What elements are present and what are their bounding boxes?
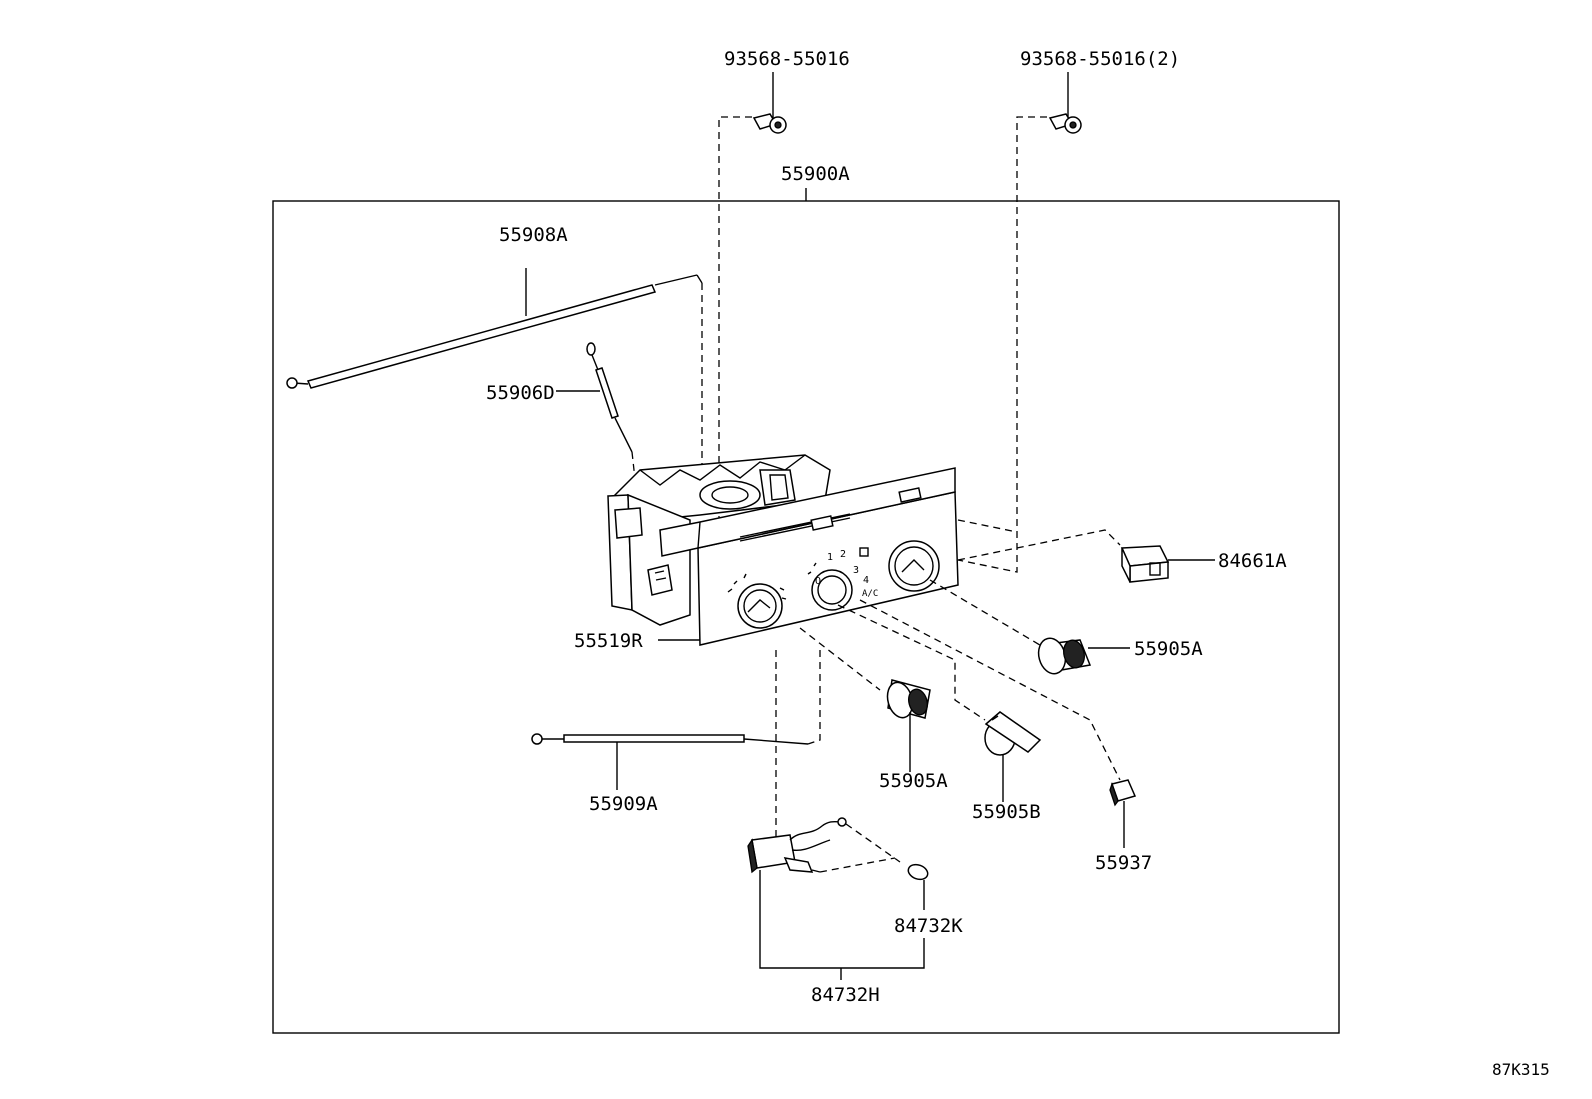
- label-knob-middle: 55905A: [879, 770, 948, 792]
- front-panel-55519r: [659, 467, 959, 646]
- cable-55909a-icon: [531, 733, 809, 790]
- screw-right-icon: [1048, 72, 1082, 134]
- label-cable-top: 55908A: [499, 224, 568, 246]
- label-connector: 84661A: [1218, 550, 1287, 572]
- label-screw-right: 93568-55016(2): [1020, 48, 1180, 70]
- harness-84732h-icon: [747, 817, 847, 874]
- label-cable-small: 55906D: [486, 382, 555, 404]
- label-screw-left: 93568-55016: [724, 48, 850, 70]
- label-button: 55937: [1095, 852, 1152, 874]
- bulb-84732k-icon: [907, 863, 929, 910]
- cable-55906d-icon: [556, 342, 633, 453]
- label-panel: 55519R: [574, 630, 643, 652]
- label-bulb: 84732K: [894, 915, 963, 937]
- label-cable-bottom: 55909A: [589, 793, 658, 815]
- label-knob-selector: 55905B: [972, 801, 1041, 823]
- figure-code: 87K315: [1492, 1060, 1550, 1079]
- scale-mark-4: 4: [863, 575, 869, 586]
- knob-55905b-icon: [984, 711, 1042, 802]
- screw-left-icon: [752, 72, 787, 134]
- scale-mark-1: 1: [827, 552, 833, 563]
- ac-mark: A/C: [862, 589, 878, 599]
- label-knob-right: 55905A: [1134, 638, 1203, 660]
- knob-55905a-right-icon: [1037, 637, 1130, 675]
- label-assembly: 55900A: [781, 163, 850, 185]
- cable-55908a-icon: [286, 268, 703, 389]
- scale-mark-3: 3: [853, 565, 859, 576]
- heater-control-body: [607, 454, 831, 626]
- scale-mark-2: 2: [840, 549, 846, 560]
- knob-55905a-middle-icon: [886, 679, 931, 772]
- connector-84661a-icon: [1120, 545, 1215, 583]
- scale-mark-off: O: [815, 576, 821, 587]
- label-harness: 84732H: [811, 984, 880, 1006]
- button-55937-icon: [1109, 779, 1137, 848]
